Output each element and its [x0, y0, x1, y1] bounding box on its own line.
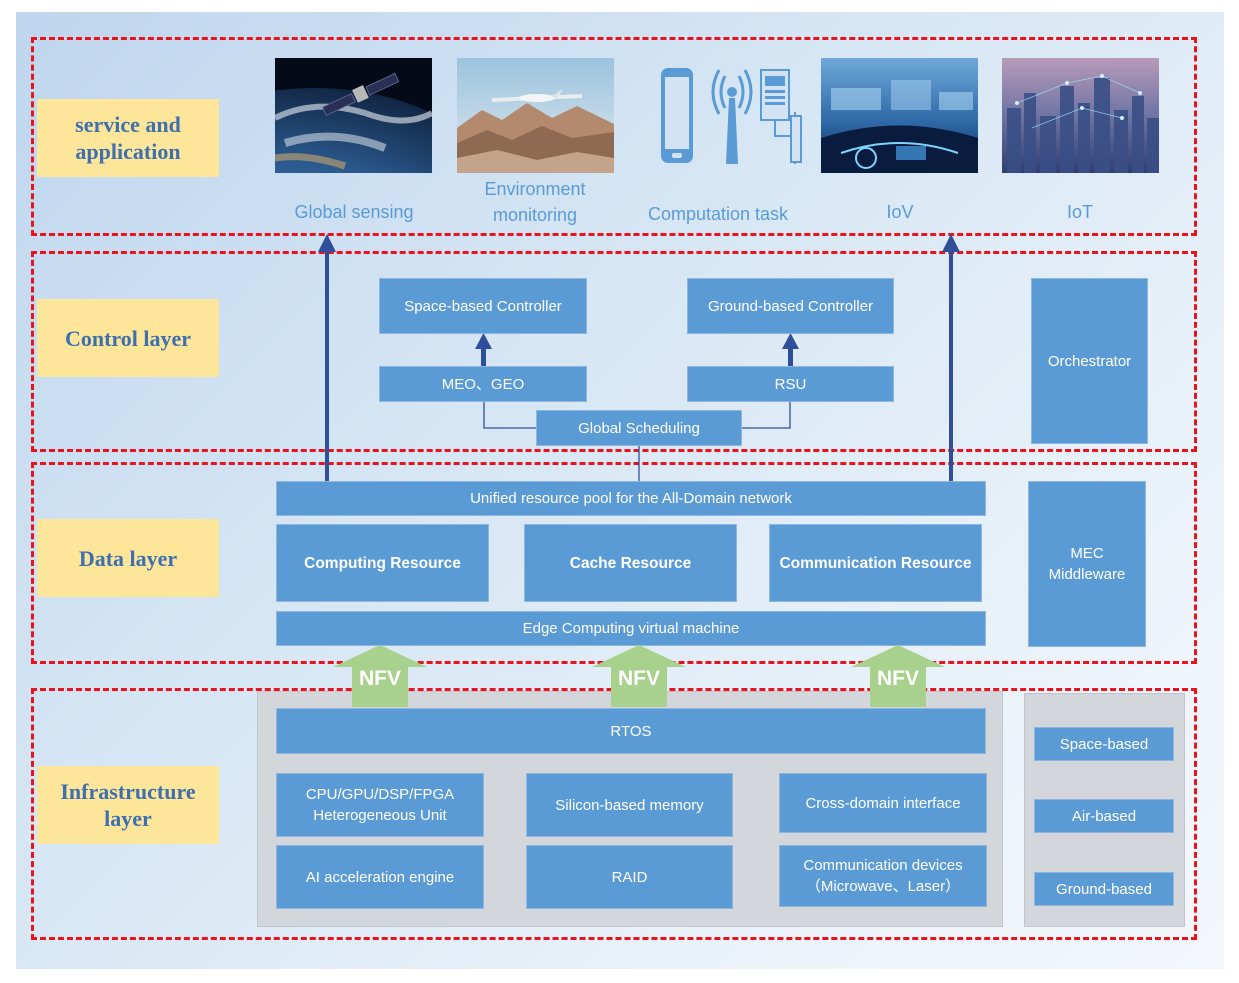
raid-box: RAID	[526, 845, 733, 909]
rsu-box: RSU	[687, 366, 894, 402]
nfv-arrow-right: NFV	[851, 645, 945, 707]
ai-acceleration-engine-box: AI acceleration engine	[276, 845, 484, 909]
iot-city-photo	[1002, 58, 1159, 173]
data-layer-label: Data layer	[37, 519, 219, 597]
global-sensing-label: Global sensing	[294, 202, 414, 222]
cache-resource-box: Cache Resource	[524, 524, 737, 602]
meo-geo-box: MEO、GEO	[379, 366, 587, 402]
control-layer-label: Control layer	[37, 299, 219, 377]
mec-middleware-box: MEC Middleware	[1028, 481, 1146, 647]
control-layer-frame	[31, 251, 1197, 452]
environment-monitoring-label: Environment monitoring	[484, 179, 586, 225]
space-based-controller-box: Space-based Controller	[379, 278, 587, 334]
nfv-arrow-left: NFV	[333, 645, 427, 707]
satellite-earth-photo	[275, 58, 432, 173]
ground-based-box: Ground-based	[1034, 872, 1174, 906]
service-layer-label: service and application	[37, 99, 219, 177]
silicon-memory-box: Silicon-based memory	[526, 773, 733, 837]
space-based-box: Space-based	[1034, 727, 1174, 761]
computing-resource-box: Computing Resource	[276, 524, 489, 602]
nfv-label: NFV	[618, 667, 660, 690]
computation-task-label: Computation task	[647, 204, 789, 224]
ground-based-controller-box: Ground-based Controller	[687, 278, 894, 334]
iot-label: IoT	[1066, 202, 1093, 222]
air-based-box: Air-based	[1034, 799, 1174, 833]
edge-computing-vm-box: Edge Computing virtual machine	[276, 611, 986, 646]
communication-resource-box: Communication Resource	[769, 524, 982, 602]
heterogeneous-unit-box: CPU/GPU/DSP/FPGA Heterogeneous Unit	[276, 773, 484, 837]
cross-domain-interface-box: Cross-domain interface	[779, 773, 987, 833]
service-layer-frame	[31, 37, 1197, 236]
nfv-arrow-center: NFV	[592, 645, 686, 707]
nfv-label: NFV	[877, 667, 919, 690]
nfv-label: NFV	[359, 667, 401, 690]
iov-car-dashboard-photo	[821, 58, 978, 173]
iov-label: IoV	[886, 202, 914, 222]
communication-devices-box: Communication devices （Microwave、Laser）	[779, 845, 987, 907]
computation-devices-icon	[655, 64, 815, 172]
infrastructure-layer-label: Infrastructure layer	[37, 766, 219, 844]
drone-mountains-photo	[457, 58, 614, 173]
unified-resource-pool-box: Unified resource pool for the All-Domain…	[276, 481, 986, 516]
global-scheduling-box: Global Scheduling	[536, 410, 742, 446]
orchestrator-box: Orchestrator	[1031, 278, 1148, 444]
rtos-box: RTOS	[276, 708, 986, 754]
